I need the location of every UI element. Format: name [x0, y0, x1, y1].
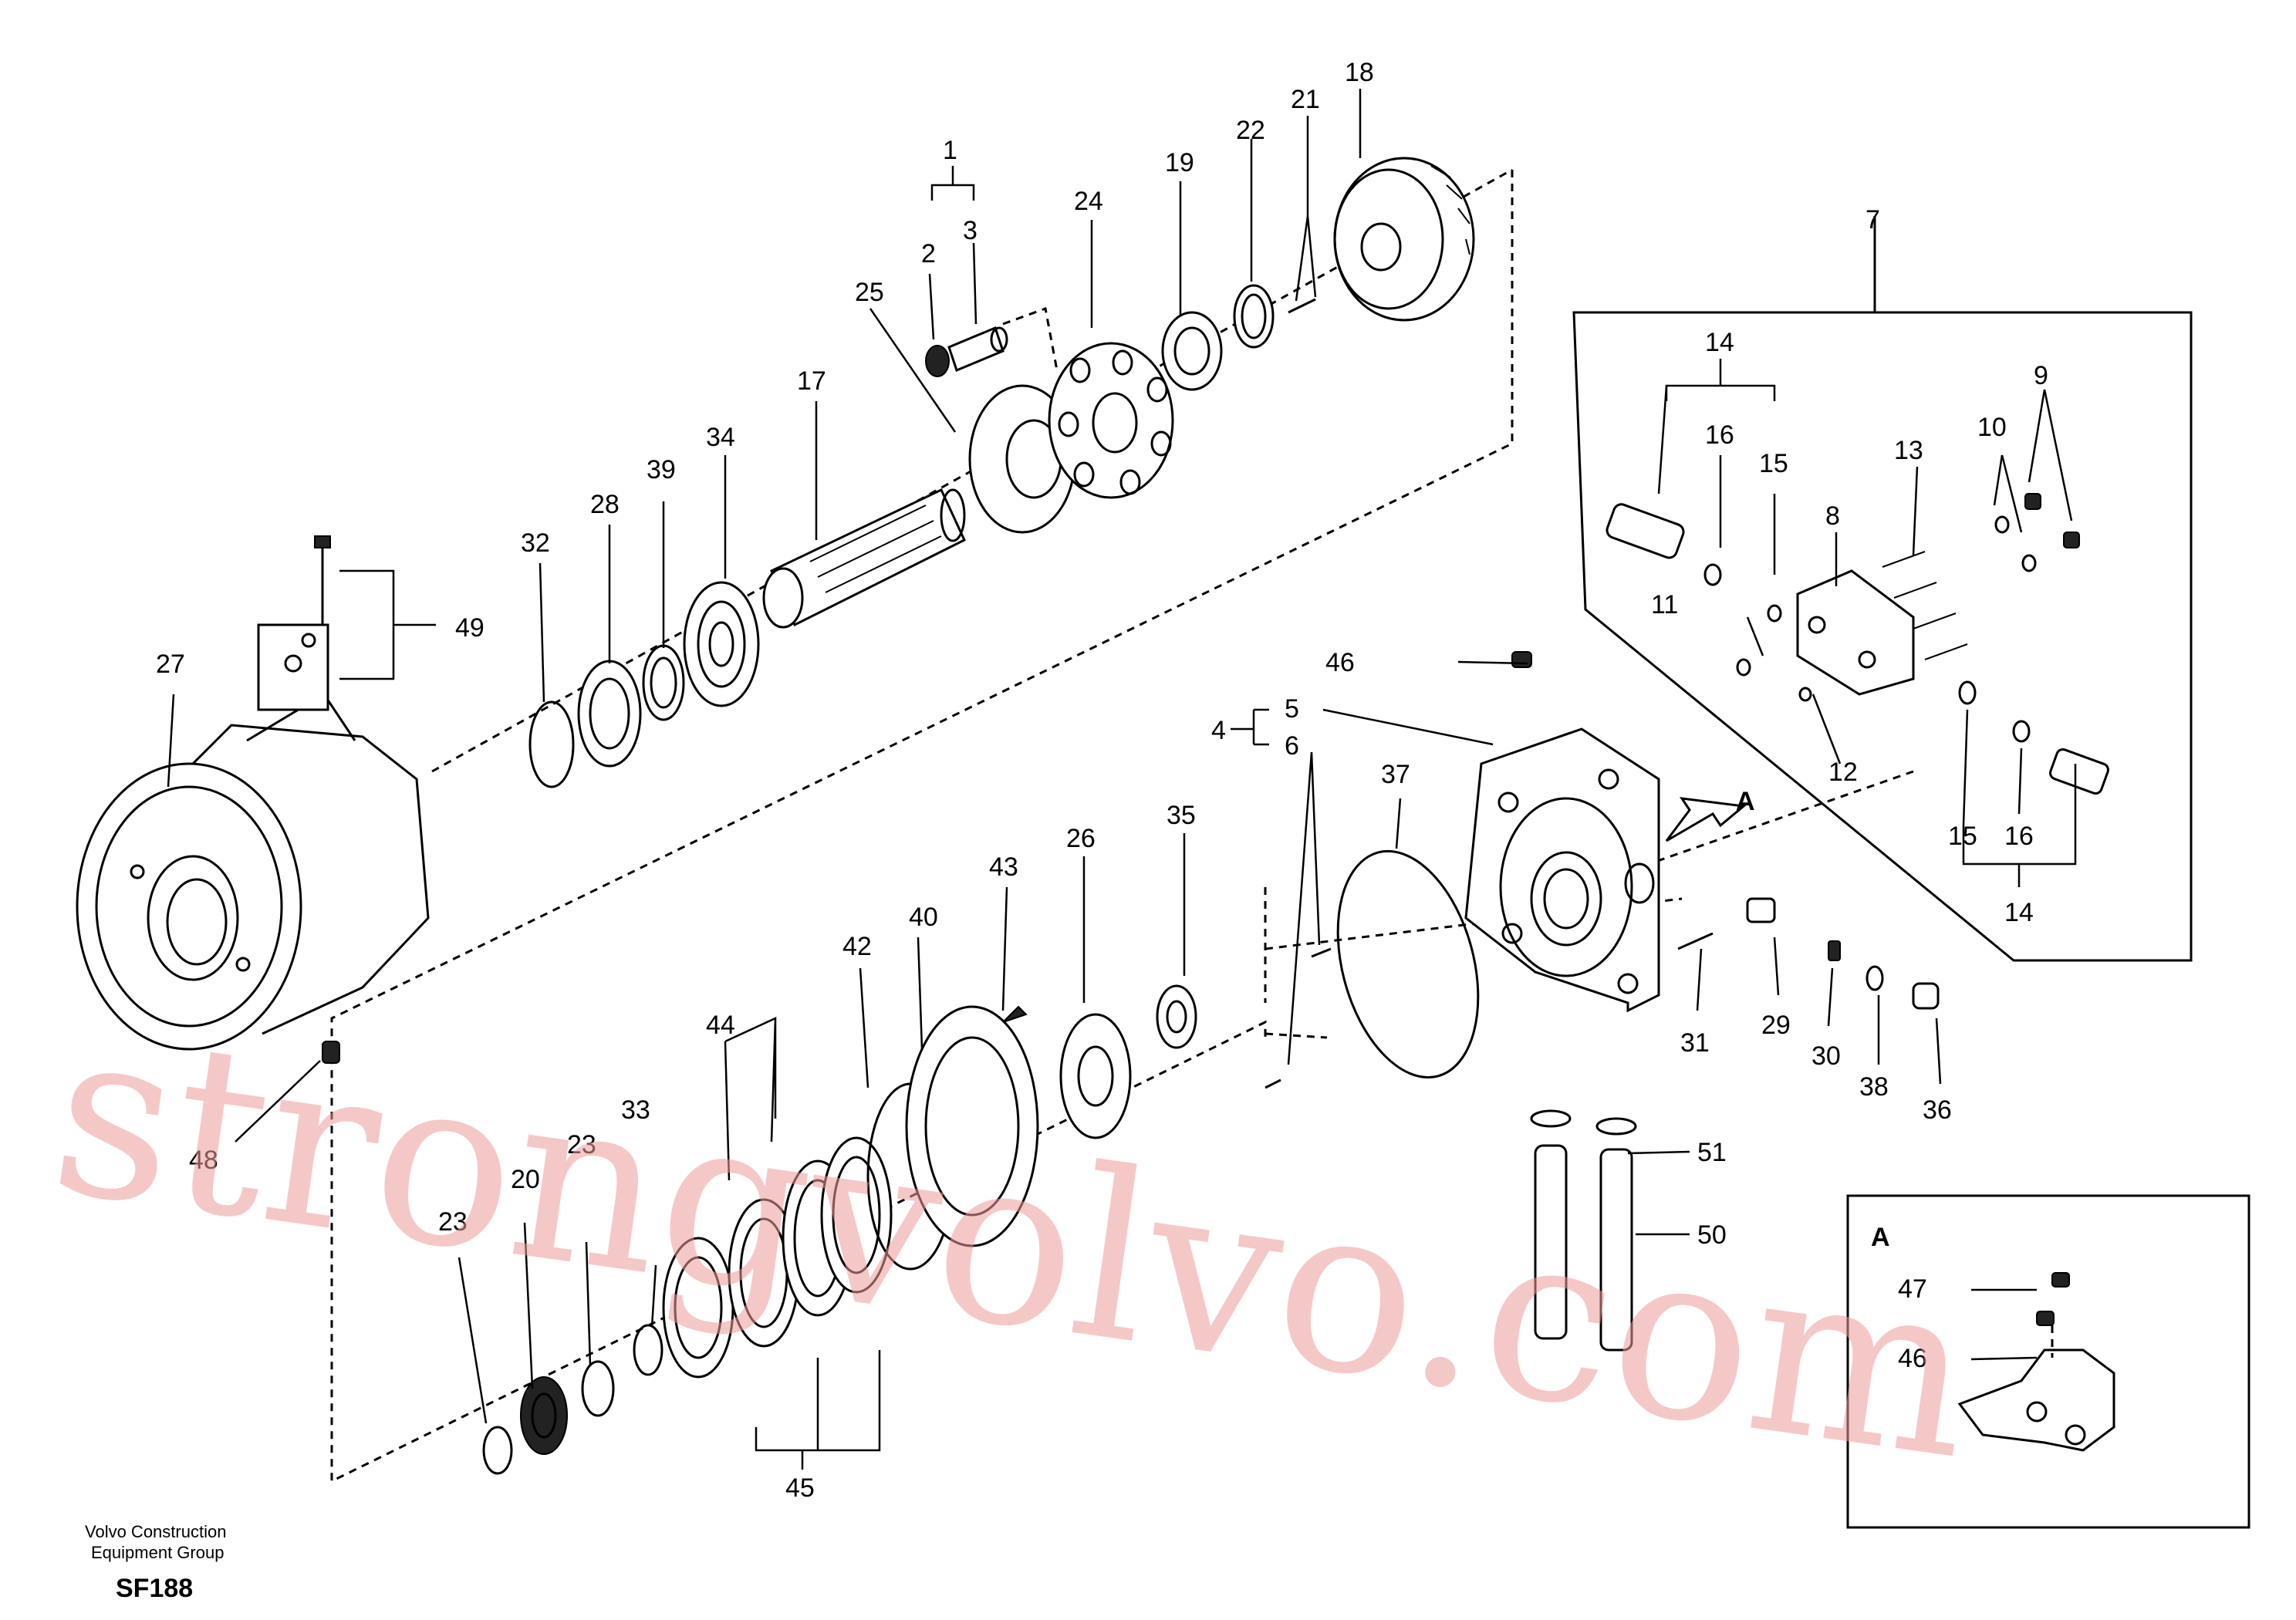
detail-view-a [1846, 1194, 2250, 1529]
callout-14-top: 14 [1705, 328, 1734, 357]
callout-34: 34 [706, 423, 735, 452]
callout-8: 8 [1825, 501, 1840, 531]
callout-6: 6 [1285, 731, 1299, 761]
side-port-parts [1677, 897, 1940, 1010]
plug-part-48 [322, 1041, 340, 1064]
callout-9: 9 [2034, 361, 2048, 390]
callout-48: 48 [189, 1146, 218, 1175]
callout-50: 50 [1697, 1220, 1727, 1250]
callout-22: 22 [1236, 116, 1265, 145]
callout-16-bottom: 16 [2004, 822, 2034, 851]
diagram-code: SF188 [116, 1574, 193, 1603]
callout-4: 4 [1211, 716, 1226, 745]
callout-7: 7 [1866, 205, 1880, 235]
view-arrow-label: A [1736, 787, 1755, 816]
callout-40: 40 [909, 903, 938, 932]
callout-37: 37 [1381, 760, 1410, 789]
callout-30: 30 [1811, 1041, 1841, 1071]
callout-12: 12 [1828, 758, 1858, 787]
callout-38: 38 [1859, 1072, 1889, 1102]
callout-36: 36 [1923, 1095, 1952, 1125]
callout-29: 29 [1761, 1011, 1791, 1040]
callout-51: 51 [1697, 1138, 1727, 1167]
callout-13: 13 [1894, 436, 1923, 465]
callout-26: 26 [1066, 824, 1096, 853]
pin-parts-6 [1264, 947, 1332, 1089]
shaft-parts-50-51 [1530, 1109, 1637, 1352]
callout-19: 19 [1165, 148, 1194, 177]
callout-17: 17 [797, 366, 826, 396]
callout-15-top: 15 [1759, 449, 1788, 478]
publisher-line-2: Equipment Group [91, 1543, 224, 1562]
publisher-line-1: Volvo Construction [85, 1522, 226, 1541]
cylinder-block-part-24 [1048, 342, 1174, 499]
callout-18: 18 [1345, 58, 1374, 87]
motor-housing-part-27 [76, 535, 430, 1051]
callout-23-right: 23 [567, 1130, 596, 1159]
callout-43: 43 [989, 852, 1018, 882]
callout-44: 44 [706, 1011, 735, 1040]
callout-31: 31 [1680, 1028, 1710, 1058]
callout-33: 33 [621, 1095, 650, 1125]
callout-14-bottom: 14 [2004, 898, 2034, 927]
callout-16-top: 16 [1705, 420, 1734, 450]
shaft-part-17 [762, 488, 966, 629]
callout-49: 49 [455, 613, 485, 643]
callout-39: 39 [647, 455, 676, 484]
piston-parts-1-2-3 [925, 306, 1059, 377]
callout-42: 42 [842, 932, 872, 961]
callout-45: 45 [785, 1473, 815, 1503]
rings-and-bearing-parts [528, 581, 760, 788]
callout-32: 32 [521, 528, 550, 558]
callout-leader-lines [167, 89, 2077, 1470]
upper-right-shaft-parts [1161, 157, 1475, 391]
callout-46-main: 46 [1325, 648, 1355, 677]
detail-view-label: A [1871, 1223, 1890, 1252]
callout-35: 35 [1167, 801, 1196, 830]
callout-24: 24 [1074, 187, 1103, 216]
view-arrow-a [1665, 797, 1747, 842]
callout-15-bottom: 15 [1948, 822, 1977, 851]
callout-labels: 1 2 3 4 5 6 7 8 9 10 11 12 13 14 14 15 1… [156, 58, 2048, 1503]
callout-28: 28 [590, 490, 620, 519]
callout-46-detail: 46 [1898, 1344, 1927, 1373]
rear-cover-part-5 [1464, 651, 1660, 1013]
callout-25: 25 [855, 278, 884, 307]
callout-2: 2 [921, 239, 936, 268]
callout-1: 1 [943, 136, 957, 165]
callout-10: 10 [1977, 413, 2007, 442]
callout-47: 47 [1898, 1274, 1927, 1304]
o-ring-part-37 [1336, 849, 1480, 1079]
callout-3: 3 [963, 216, 977, 245]
callout-20: 20 [511, 1165, 540, 1194]
brake-piston-and-disc-stack [482, 984, 1197, 1475]
callout-23-left: 23 [438, 1207, 468, 1237]
callout-27: 27 [156, 650, 185, 679]
valve-block-group-part-7 [1572, 216, 2193, 962]
callout-11: 11 [1651, 590, 1678, 619]
callout-21: 21 [1291, 85, 1320, 114]
callout-5: 5 [1285, 694, 1299, 724]
